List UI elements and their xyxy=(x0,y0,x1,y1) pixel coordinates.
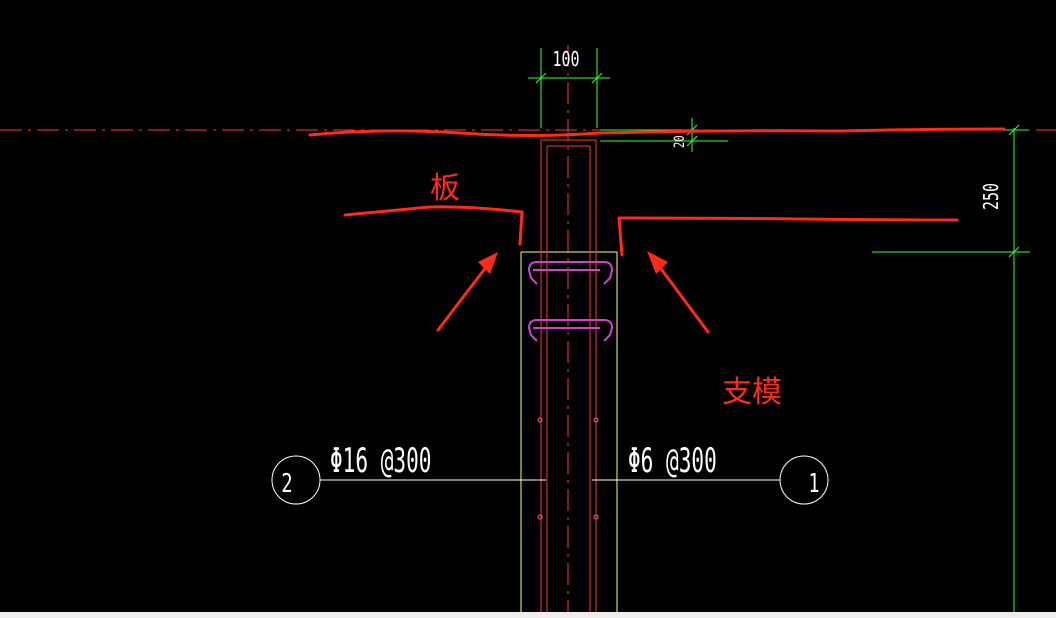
dimension-small-label: 20 xyxy=(672,135,688,148)
callout-2-rebar-label: Φ16 @300 xyxy=(330,441,431,481)
callout-1-rebar-label: Φ6 @300 xyxy=(628,441,717,481)
dimension-width-100 xyxy=(528,48,610,128)
slab-annotation-label: 板 xyxy=(430,171,460,206)
callout-2 xyxy=(271,455,546,505)
slab-left-markup xyxy=(343,205,524,246)
callout-1-number: 1 xyxy=(808,469,819,499)
dimension-width-label: 100 xyxy=(552,49,579,72)
callout-1 xyxy=(592,455,829,505)
dimension-small-20 xyxy=(600,118,728,152)
arrow-right-icon xyxy=(647,251,710,334)
callout-2-circle xyxy=(271,455,321,505)
dimension-height-250 xyxy=(872,124,1030,612)
stirrup-top xyxy=(527,261,614,285)
callout-1-circle xyxy=(779,455,829,505)
slab-top-markup xyxy=(308,127,1006,137)
vertical-rebars xyxy=(540,139,597,612)
rebar-dots xyxy=(537,417,599,520)
bottom-edge-strip xyxy=(0,612,1056,618)
dimension-height-label: 250 xyxy=(981,183,1004,210)
slab-right-markup xyxy=(617,216,959,257)
arrow-left-icon xyxy=(436,252,498,332)
wall-outline xyxy=(520,251,618,612)
stirrup-middle xyxy=(527,319,614,342)
formwork-annotation-label: 支模 xyxy=(722,375,782,410)
callout-2-number: 2 xyxy=(281,469,292,499)
